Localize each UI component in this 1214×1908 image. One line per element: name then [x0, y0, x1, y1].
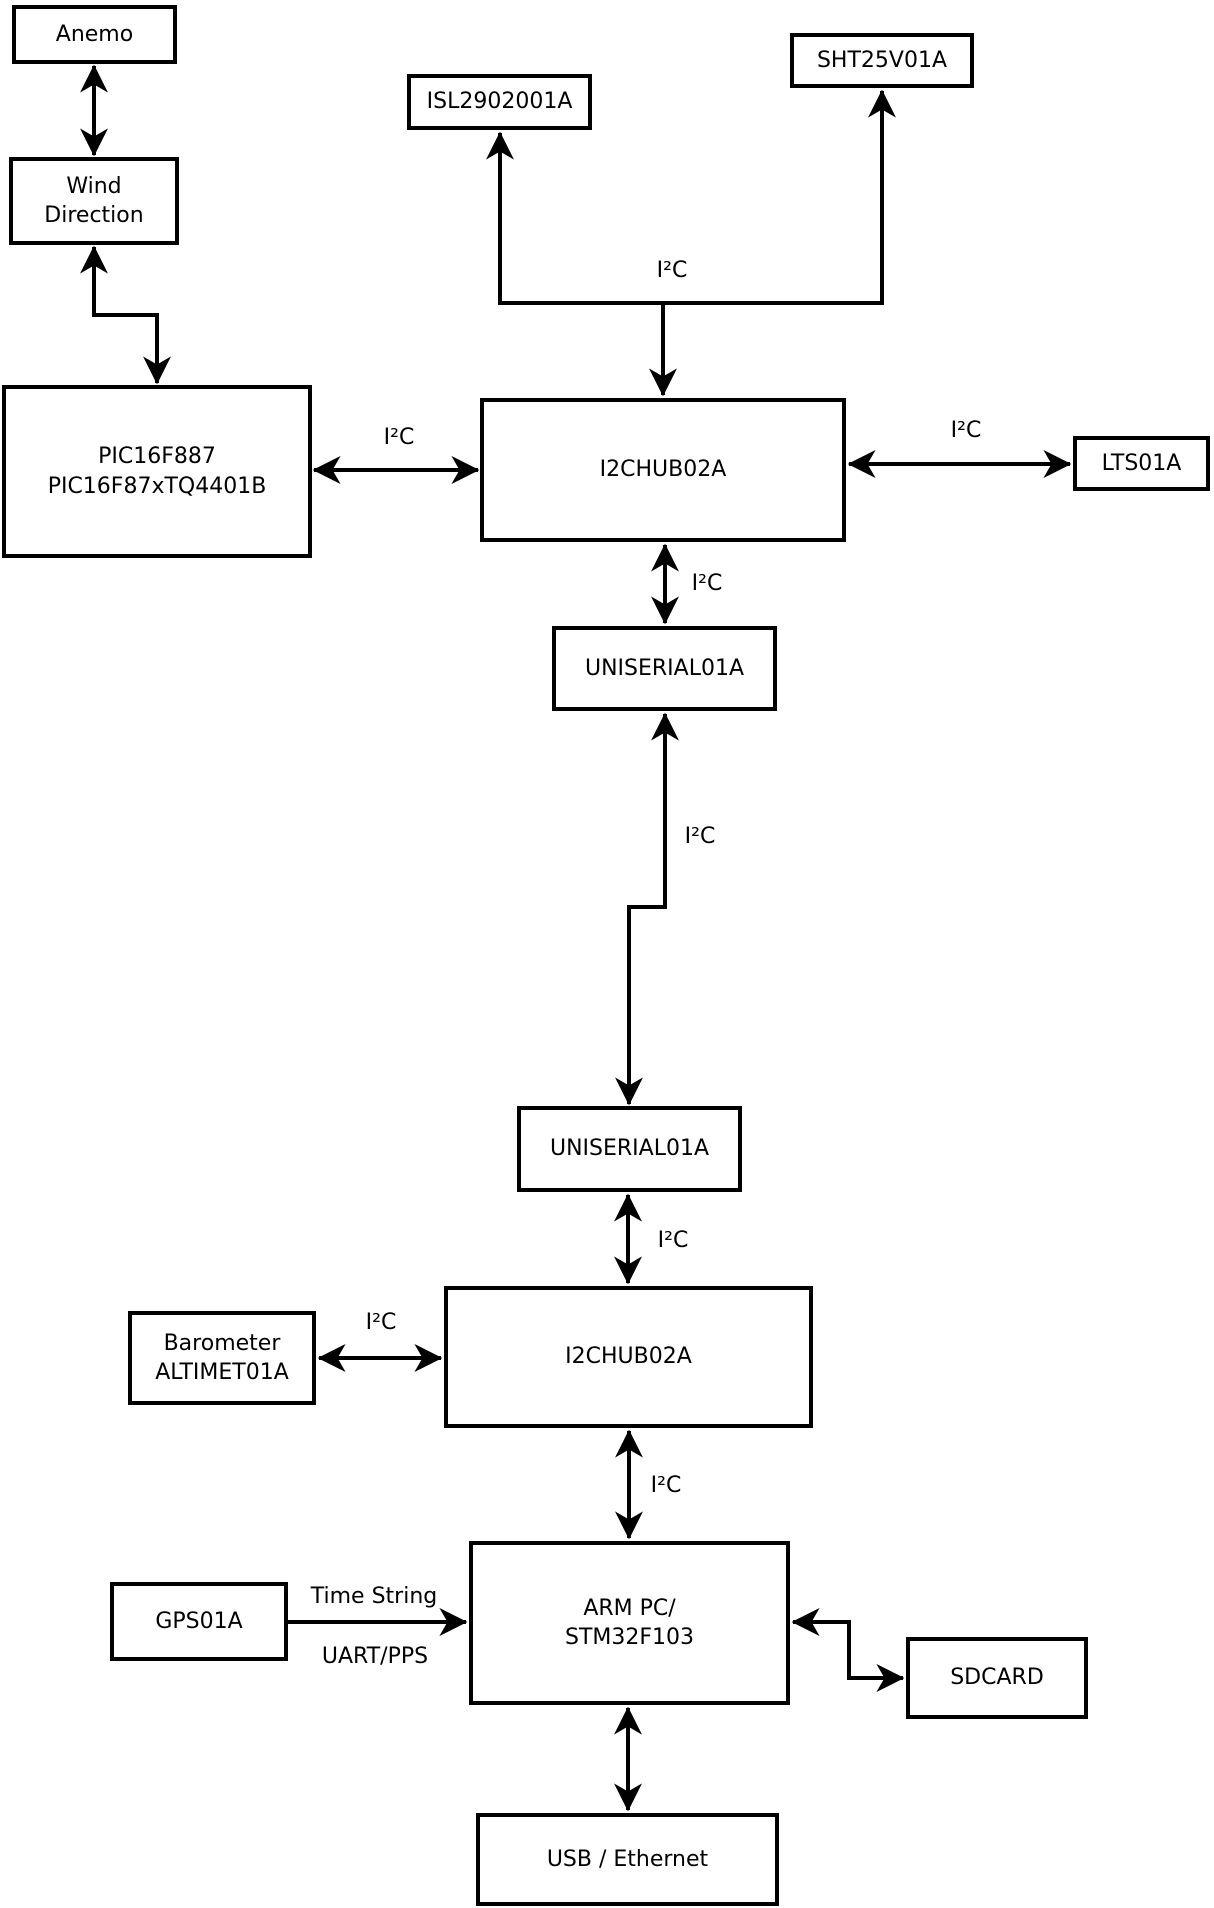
node-label: PIC16F887 PIC16F87xTQ4401B: [47, 444, 267, 499]
label-i2c-pic-hub: I²C: [383, 425, 415, 450]
label-uart-pps: UART/PPS: [321, 1644, 429, 1669]
node-label: I2CHUB02A: [565, 1344, 692, 1370]
node-label: SHT25V01A: [816, 47, 948, 73]
label-i2c-hub2-arm: I²C: [650, 1473, 682, 1498]
node-lts01a: LTS01A: [1073, 436, 1210, 491]
label-i2c-bus-top: I²C: [656, 258, 688, 283]
node-label: ISL2902001A: [426, 89, 573, 115]
node-sht25v01a: SHT25V01A: [790, 33, 974, 88]
edge-uniserial-1-uniserial-2: [615, 712, 679, 1106]
node-uniserial-2: UNISERIAL01A: [517, 1106, 742, 1192]
node-label: Wind Direction: [44, 173, 144, 228]
node-label: Anemo: [55, 21, 134, 47]
node-anemo: Anemo: [12, 5, 177, 64]
node-pic16f887: PIC16F887 PIC16F87xTQ4401B: [2, 385, 312, 558]
label-i2c-hub-lts: I²C: [950, 418, 982, 443]
node-uniserial-1: UNISERIAL01A: [552, 626, 777, 711]
node-sdcard: SDCARD: [906, 1637, 1088, 1719]
node-label: LTS01A: [1101, 450, 1182, 476]
node-wind-direction: Wind Direction: [9, 157, 179, 245]
node-label: GPS01A: [155, 1608, 243, 1634]
label-time-string: Time String: [310, 1584, 438, 1609]
label-i2c-barometer-hub2: I²C: [365, 1310, 397, 1335]
node-label: ARM PC/ STM32F103: [564, 1595, 695, 1650]
label-i2c-hub-uniserial: I²C: [691, 571, 723, 596]
node-label: I2CHUB02A: [599, 457, 727, 483]
node-i2c-hub-1: I2CHUB02A: [480, 398, 846, 542]
label-i2c-uniserial-uniserial: I²C: [684, 824, 716, 849]
node-label: UNISERIAL01A: [549, 1136, 710, 1162]
node-barometer-altimet01a: Barometer ALTIMET01A: [128, 1311, 316, 1405]
edge-arm-sdcard: [791, 1608, 905, 1692]
label-i2c-uniserial-hub2: I²C: [657, 1228, 689, 1253]
node-i2c-hub-2: I2CHUB02A: [444, 1286, 813, 1428]
node-label: SDCARD: [950, 1665, 1044, 1691]
node-gps01a: GPS01A: [110, 1582, 288, 1661]
node-arm-pc-stm32f103: ARM PC/ STM32F103: [469, 1541, 790, 1705]
node-label: UNISERIAL01A: [584, 655, 745, 681]
node-label: USB / Ethernet: [546, 1846, 709, 1872]
node-label: Barometer ALTIMET01A: [155, 1330, 289, 1385]
node-isl2902001a: ISL2902001A: [407, 74, 592, 130]
node-usb-ethernet: USB / Ethernet: [476, 1813, 779, 1906]
edge-wind-direction-pic: [80, 245, 171, 385]
